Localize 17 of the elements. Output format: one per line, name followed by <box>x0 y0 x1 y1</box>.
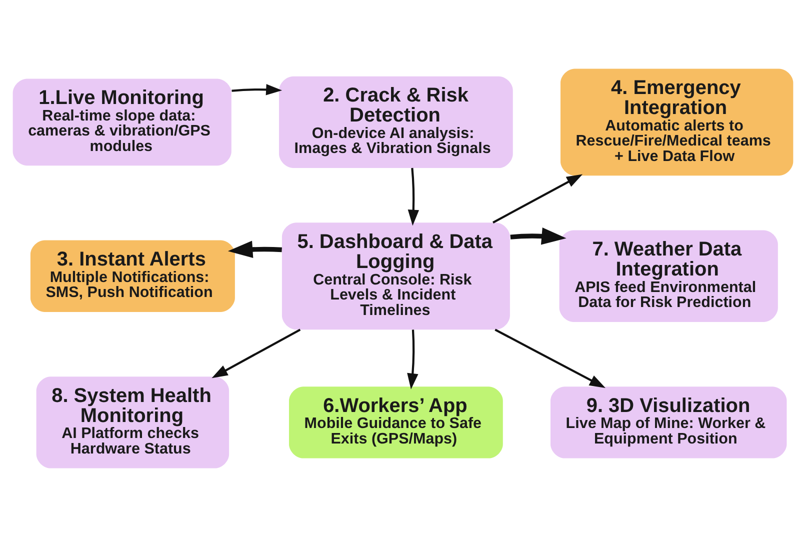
arrow <box>492 174 583 224</box>
arrow <box>228 240 282 258</box>
node-box: 5. Dashboard & Data Logging Central Console: Risk Levels & Incident Timelines <box>282 222 510 330</box>
node-box: 6.Workers’ App Mobile Guidance to Safe Exits (GPS/Maps) <box>289 386 503 458</box>
node-box: 3. Instant Alerts Multiple Notifications: SMS, Push Notification <box>30 240 235 312</box>
node-box: 1.Live Monitoring Real-time slope data: cameras & vibration/GPS modules <box>12 78 232 166</box>
node-box: 7. Weather Data Integration APIS feed Environmental Data for Risk Prediction <box>559 230 778 322</box>
arrow <box>510 228 566 245</box>
node-box: 4. Emergency Integration Automatic alerts to Rescue/Fire/Medical teams + Live Data Flow <box>560 68 794 176</box>
arrow <box>407 330 418 390</box>
arrow <box>232 84 282 96</box>
arrow <box>408 168 420 226</box>
node-box: 8. System Health Monitoring AI Platform checks Hardware Status <box>36 376 230 468</box>
node-box: 2. Crack & Risk Detection On-device AI analysis: Images & Vibration Signals <box>279 76 513 168</box>
arrow <box>494 328 606 388</box>
node-box: 9. 3D Visulization Live Map of Mine: Worker & Equipment Position <box>550 386 787 458</box>
arrow <box>212 328 301 378</box>
